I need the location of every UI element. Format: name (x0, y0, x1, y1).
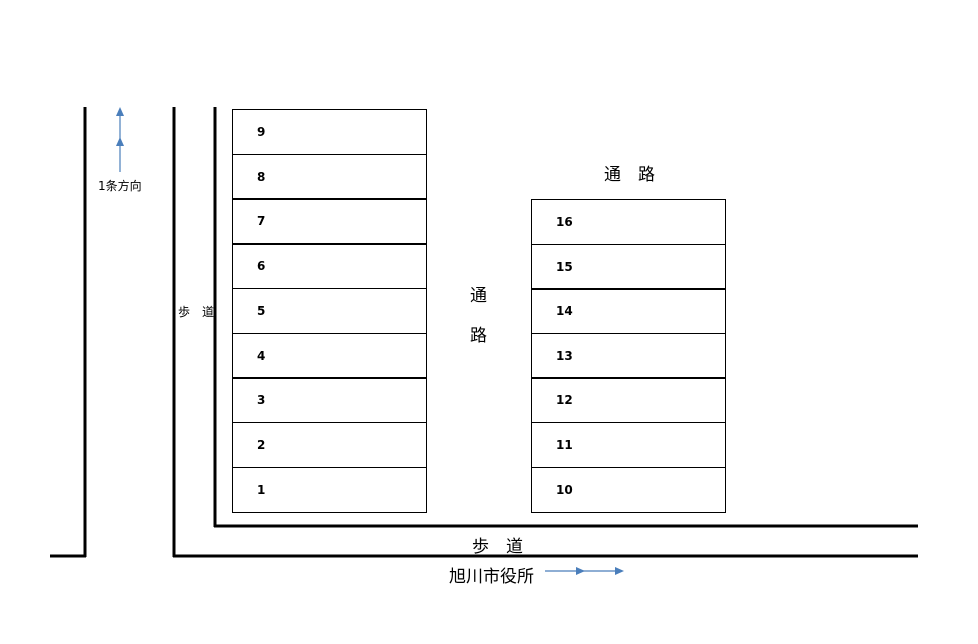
parking-space-number: 3 (257, 393, 266, 408)
parking-space: 6 (232, 243, 427, 290)
passage-center-label-2: 路 (470, 326, 487, 346)
parking-space: 3 (232, 377, 427, 424)
parking-space: 11 (531, 422, 726, 469)
parking-space: 2 (232, 421, 427, 469)
sidewalk-left-label: 歩 道 (178, 305, 215, 319)
direction-label: 1条方向 (98, 179, 142, 193)
parking-space-number: 1 (257, 482, 266, 497)
parking-space-number: 12 (556, 393, 573, 408)
parking-space-number: 15 (556, 259, 573, 274)
parking-space-number: 5 (257, 303, 266, 318)
passage-top-label: 通 路 (604, 165, 655, 185)
parking-space: 15 (531, 243, 726, 290)
parking-space-number: 9 (257, 125, 266, 140)
parking-space-number: 2 (257, 437, 266, 452)
parking-space-number: 16 (556, 215, 573, 230)
parking-space-number: 7 (257, 214, 266, 229)
parking-space-number: 4 (257, 348, 266, 363)
city-hall-label: 旭川市役所 (449, 567, 534, 587)
parking-space: 9 (232, 109, 427, 156)
parking-space: 13 (531, 332, 726, 379)
parking-space: 16 (531, 199, 726, 246)
parking-space-number: 10 (556, 482, 573, 497)
parking-space-number: 13 (556, 348, 573, 363)
parking-space: 10 (531, 466, 726, 513)
passage-center-label-1: 通 (470, 286, 487, 306)
parking-space: 7 (232, 198, 427, 245)
parking-space: 1 (232, 466, 427, 513)
parking-space: 5 (232, 287, 427, 334)
direction-arrow-icon (116, 107, 124, 172)
parking-space-number: 8 (257, 169, 266, 184)
parking-space: 14 (531, 288, 726, 335)
parking-space: 4 (232, 332, 427, 379)
sidewalk-bottom-label: 歩 道 (472, 537, 523, 557)
parking-space: 12 (531, 377, 726, 424)
parking-space-number: 6 (257, 259, 266, 274)
city-hall-arrow-icon (545, 567, 624, 575)
parking-space-number: 11 (556, 438, 573, 453)
parking-space: 8 (232, 153, 427, 200)
parking-space-number: 14 (556, 304, 573, 319)
